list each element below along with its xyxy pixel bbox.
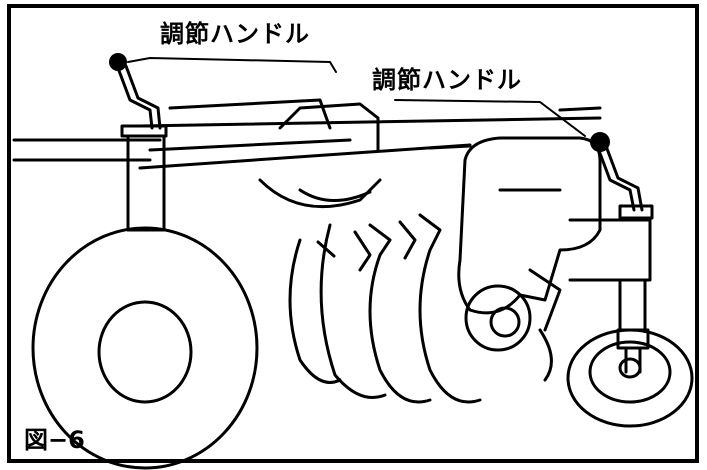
- left-handle-knob: [109, 53, 127, 71]
- right-tail-wheel: [566, 328, 694, 428]
- right-handle-knob: [590, 132, 610, 152]
- figure-number: 図−6: [24, 426, 85, 454]
- figure-frame: [7, 4, 699, 463]
- left-adjust-handle: [116, 64, 168, 138]
- main-frame-beam: [12, 98, 602, 170]
- callout-label-left: 調節ハンドル: [160, 20, 310, 48]
- callout-label-right: 調節ハンドル: [372, 66, 522, 94]
- right-adjust-handle: [596, 144, 654, 220]
- rear-housing: [457, 136, 602, 382]
- center-bracket: [258, 102, 382, 209]
- left-gauge-wheel: [31, 226, 259, 470]
- disc-gang: [288, 213, 482, 404]
- leader-line-left: [127, 57, 337, 73]
- leader-line-right: [394, 99, 586, 137]
